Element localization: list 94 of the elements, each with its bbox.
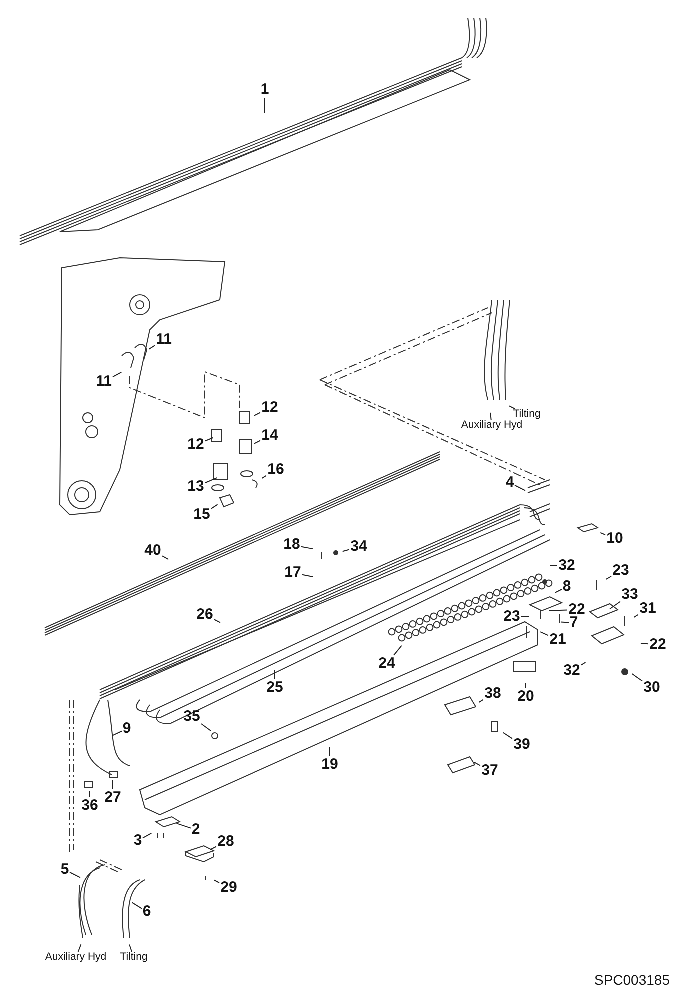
callout-number: 20 [516,688,536,706]
callout-number: 13 [186,478,206,496]
callout-number: 11 [155,332,173,348]
leader-line [640,642,649,645]
leader-line [490,412,492,420]
leader-line [393,645,402,656]
callout-number: 12 [186,436,206,454]
callout-number: 17 [284,564,302,582]
callout-number: 38 [484,686,502,702]
leader-line [600,532,606,536]
callout-number: 30 [642,680,662,696]
callout-number: 12 [260,400,280,416]
leader-line [132,902,142,910]
callout-number: 4 [504,474,516,492]
callout-number: 7 [568,614,580,632]
hose-label: Tilting [119,952,149,964]
callout-number: 3 [132,832,144,850]
leader-line [112,372,122,378]
leader-line [205,437,214,442]
leader-line [514,485,526,492]
leader-line [201,724,212,732]
callout-number: 40 [144,542,162,560]
drawing-number: SPC003185 [594,972,670,988]
leader-line [112,730,122,736]
leader-line [581,662,586,666]
callout-number: 18 [282,536,302,554]
leader-line [632,673,643,682]
callout-number: 23 [502,608,522,626]
leader-line [560,622,570,624]
callout-number: 33 [620,586,640,604]
callout-number: 8 [562,578,572,596]
leader-line [112,780,114,790]
callout-number: 36 [80,798,100,814]
hose-label: Tilting [512,409,542,421]
callout-number: 21 [548,632,568,648]
callout-number: 27 [104,790,122,806]
leader-line [548,610,568,612]
leader-line [554,589,562,594]
leader-line [214,619,222,624]
leader-line [301,546,314,550]
hose-label: Auxiliary Hyd [44,952,108,964]
callout-number: 16 [266,462,286,478]
leader-line [262,475,267,479]
leader-line [274,670,276,680]
leader-line [162,556,170,560]
leader-line [508,406,516,410]
leader-line [264,98,266,114]
callout-number: 39 [512,736,532,754]
leader-line [142,832,152,839]
leader-line [205,477,218,484]
callout-number: 32 [558,558,576,574]
leader-line [540,632,549,636]
leader-line [634,614,639,618]
callout-number: 24 [378,656,396,672]
leader-line [214,880,220,884]
leader-line [254,412,261,416]
leader-line [302,574,314,578]
leader-line [502,732,513,740]
leader-line [478,699,484,703]
callout-number: 31 [638,600,658,618]
leader-line [610,601,621,610]
leader-line [78,944,82,952]
callout-number: 6 [142,904,152,920]
callout-number: 37 [480,762,500,780]
leader-line [70,872,82,878]
callout-number: 10 [606,530,624,548]
leader-line [148,345,156,350]
callout-number: 19 [320,756,340,774]
leader-line [129,944,132,952]
callout-number: 23 [612,562,630,580]
leader-line [211,504,218,510]
leader-line [210,846,217,850]
callout-number: 14 [260,428,280,444]
callout-number: 11 [95,374,113,390]
callout-number: 26 [196,606,214,624]
callout-number: 9 [122,720,132,738]
callout-number: 15 [192,506,212,524]
callout-number: 25 [266,680,284,696]
callout-number: 2 [190,822,202,838]
leader-line [254,440,261,444]
callout-number: 32 [562,662,582,680]
callout-number: 5 [60,862,70,878]
callout-number: 34 [350,538,368,556]
leader-line [176,823,192,829]
leader-line [342,549,350,552]
callout-number: 28 [216,834,236,850]
callout-number: 1 [260,82,270,98]
callout-number: 22 [648,636,668,654]
leader-line [521,616,530,618]
callout-number: 35 [182,708,202,726]
leader-line [474,762,481,766]
leader-line [606,576,612,580]
hose-label: Auxiliary Hyd [460,420,524,432]
callout-number: 29 [220,880,238,896]
